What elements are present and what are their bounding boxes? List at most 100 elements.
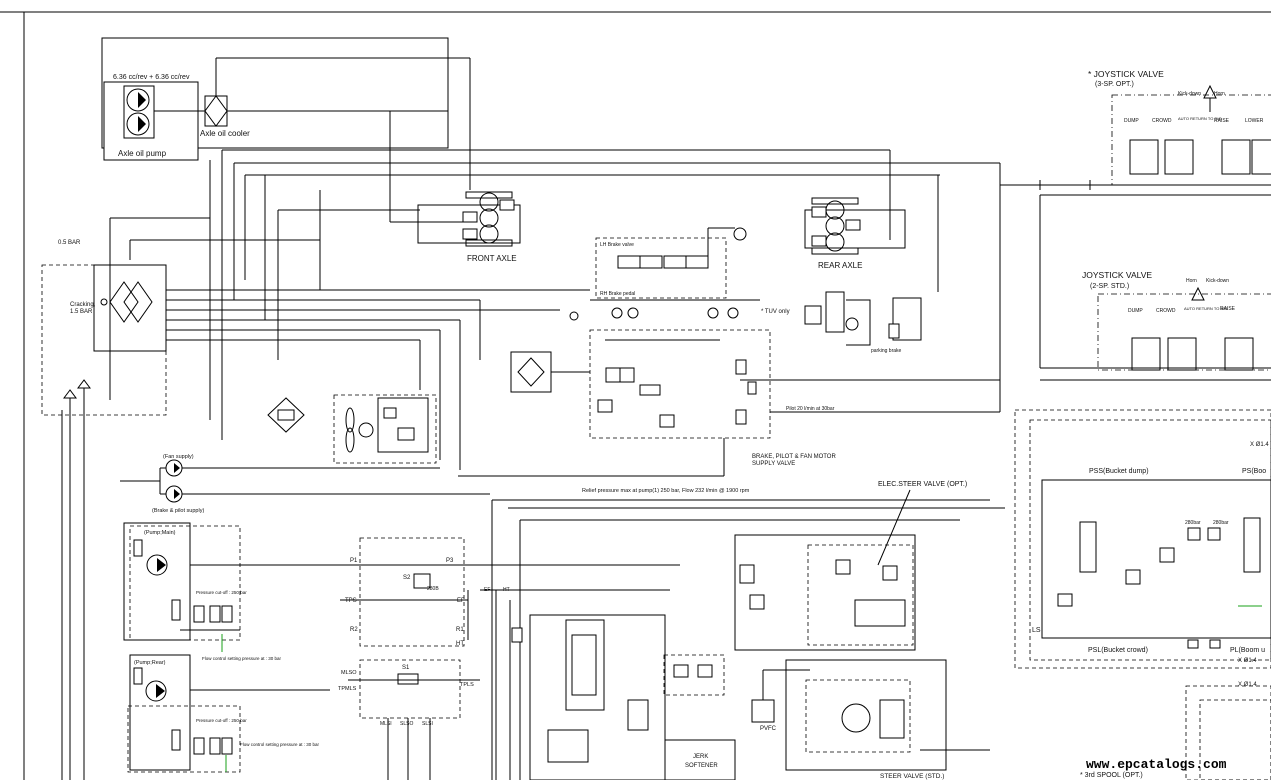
cooler-icon [204, 95, 228, 127]
return-lines [166, 289, 590, 470]
x14-b-label: X Ø1.4 [1238, 658, 1257, 664]
brake-pilot-supply-label: (Brake & pilot supply) [152, 508, 204, 514]
cracking-valve-group: 0.5 BAR Cracking, 1.5 BAR [41, 240, 167, 780]
pvfc-label: PVFC [760, 726, 777, 732]
p280-a-label: 280bar [1185, 520, 1201, 526]
p3-label: P3 [446, 558, 454, 564]
supply-lines [109, 111, 1001, 440]
dump-label-1: DUMP [1124, 118, 1139, 124]
joystick-3sp-sub: (3-SP. OPT.) [1095, 81, 1134, 88]
pilot-flow-label: Pilot 20 l/min at 30bar [786, 406, 835, 412]
joystick-3sp-group: * JOYSTICK VALVE (3-SP. OPT.) Kick-down … [1000, 69, 1271, 196]
pump-main-label: (Pump;Main) [144, 530, 176, 536]
lh-brake-valve-label: LH Brake valve [600, 242, 634, 248]
main-control-valve-group: JERK SOFTENER [529, 614, 736, 780]
tps-label: TPS [345, 598, 357, 604]
main-pump-group: (Pump;Main) Pressure cut-off : 250 bar F… [123, 522, 680, 661]
auto-return-label-1: AUTO RETURN TO DIG [1178, 116, 1222, 121]
filter-icon [267, 397, 305, 433]
auto-return-label-2: AUTO RETURN TO DIG [1184, 306, 1228, 311]
dump-label-2: DUMP [1128, 308, 1143, 314]
mcv-lines: EF HT [480, 499, 1005, 780]
brake-caliper-icon [462, 191, 515, 247]
axle-oil-pump-group: 6.36 cc/rev + 6.36 cc/rev Axle oil pump … [101, 37, 471, 190]
crowd-label-2: CROWD [1156, 308, 1176, 314]
flow-control-label-1: Flow control setting pressure at : 30 ba… [202, 656, 282, 661]
watermark-text: www.epcatalogs.com [1086, 757, 1227, 772]
pvfc-group: PVFC [751, 669, 810, 732]
spool-valve-icon [1079, 521, 1097, 573]
horn-label-1: Horn [1214, 91, 1225, 97]
front-axle-label: FRONT AXLE [467, 254, 517, 263]
relief-pressure-label: Relief pressure max at pump(1) 250 bar, … [582, 488, 750, 494]
kick-down-icon [1191, 286, 1205, 301]
s280b-label: 280B [427, 586, 439, 592]
jerk-label-2: SOFTENER [685, 763, 718, 769]
s2-label: S2 [403, 575, 411, 581]
fan-motor-icon [345, 407, 374, 453]
r2-label: R2 [350, 627, 358, 633]
brake-pilot-fan-label-2: SUPPLY VALVE [752, 461, 795, 467]
pressure-cutoff-label-2: Pressure cut-off : 250 bar [196, 718, 247, 723]
axle-oil-pump-label: Axle oil pump [118, 149, 167, 158]
joystick-2sp-label: JOYSTICK VALVE [1082, 270, 1152, 280]
front-axle-group: FRONT AXLE [417, 191, 521, 263]
jerk-label-1: JERK [693, 754, 708, 760]
accumulator-icon [733, 227, 747, 241]
cracking-bar-label: 0.5 BAR [58, 240, 81, 246]
pump-icon [145, 680, 167, 702]
raise-label-2: RAISE [1220, 306, 1236, 312]
kick-down-label-2: Kick-down [1206, 278, 1229, 284]
rear-pump-group: (Pump;Rear) Pressure cut-off : 250 bar F… [127, 654, 330, 773]
check-valve-icon [397, 673, 419, 685]
spool-valve-icon [854, 599, 906, 627]
spool-valve-icon [193, 737, 205, 755]
slso-label: SLSO [400, 721, 413, 727]
pump-rear-label: (Pump;Rear) [134, 660, 166, 666]
pump-icon [841, 703, 871, 733]
x14-a-label: X Ø1.4 [1250, 442, 1269, 448]
pss-boom-label: PS(Boo [1242, 468, 1266, 475]
joystick-3sp-label: * JOYSTICK VALVE [1088, 69, 1164, 79]
ef-label-2: EF [484, 587, 490, 593]
mlsi-label: MLSI [380, 721, 392, 727]
horn-label-2: Horn [1186, 278, 1197, 284]
parking-brake-label: parking brake [871, 348, 902, 354]
spool-valve-icon [193, 605, 205, 623]
rear-axle-group: REAR AXLE [804, 197, 906, 270]
ef-label-1: EF [457, 598, 465, 604]
crowd-label-1: CROWD [1152, 118, 1172, 124]
supply-valve-group: Pilot 20 l/min at 30bar BRAKE, PILOT & F… [458, 307, 1001, 477]
pump-icon [126, 88, 150, 136]
axle-oil-pump-box [103, 81, 199, 161]
flow-control-label-2: Flow control setting pressure at : 30 ba… [240, 742, 320, 747]
axle-oil-cooler-label: Axle oil cooler [200, 129, 250, 138]
joystick-2sp-group: JOYSTICK VALVE (2-SP. STD.) Horn Kick-do… [1039, 195, 1271, 381]
steer-std-label: STEER VALVE (STD.) [880, 773, 944, 780]
pl-boom-label: PL(Boom u [1230, 647, 1265, 654]
third-spool-label: * 3rd SPOOL (OPT.) [1080, 772, 1143, 779]
spool-valve-icon [571, 634, 597, 696]
priority-valve-group: P1 P3 S2 280B R2 R1 TPS EF HT [340, 537, 469, 647]
kick-down-label-1: Kick-down [1178, 91, 1201, 97]
tpmls-label: TPMLS [338, 686, 357, 692]
supply-pumps-group: (Fan supply) (Brake & pilot supply) [120, 454, 490, 514]
steer-valve-group: STEER VALVE (STD.) [785, 659, 990, 780]
ht-label-1: HT [456, 641, 464, 647]
mlso-label: MLSO [341, 670, 357, 676]
tuv-only-label: * TUV only [761, 309, 790, 315]
s1-label: S1 [402, 665, 410, 671]
lower-label-1: LOWER [1245, 118, 1264, 124]
psl-bucket-crowd-label: PSL(Bucket crowd) [1088, 647, 1148, 654]
rear-axle-label: REAR AXLE [818, 261, 862, 270]
tpls-label: TPLS [460, 682, 474, 688]
fan-motor-group [333, 394, 437, 464]
main-valve-right-group: PSS(Bucket dump) PS(Boo PSL(Bucket crowd… [1014, 409, 1271, 780]
pss-bucket-dump-label: PSS(Bucket dump) [1089, 468, 1149, 475]
elec-steer-valve-group: ELEC.STEER VALVE (OPT.) [734, 481, 967, 651]
cracking-val-label: 1.5 BAR [70, 309, 93, 315]
brake-caliper-icon [811, 197, 861, 255]
fan-supply-label: (Fan supply) [163, 454, 194, 460]
parking-brake-group: * TUV only parking brake [761, 291, 922, 354]
